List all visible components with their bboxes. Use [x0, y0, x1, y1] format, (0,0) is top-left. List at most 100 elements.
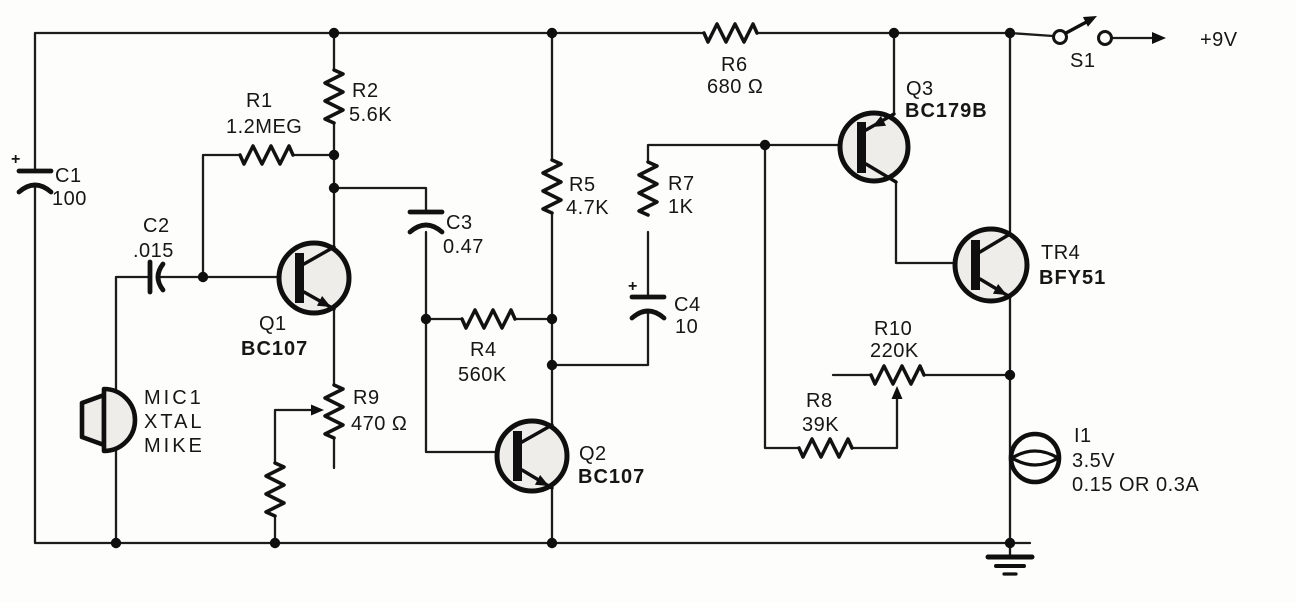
- microphone-symbol: [101, 386, 138, 454]
- junction-dot: [546, 537, 558, 549]
- r10-ref-label: R10: [874, 318, 912, 340]
- emitter-arrow-icon: [872, 116, 887, 127]
- resistor-r7: R7 1K: [637, 160, 694, 218]
- transistor-base-bar: [513, 431, 522, 481]
- lamp-i1: I1 3.5V 0.15 OR 0.3A: [1008, 425, 1199, 496]
- resistor-symbol: [238, 144, 295, 166]
- c1-ref-label: C1: [55, 165, 82, 187]
- junction-dot: [759, 139, 771, 151]
- junction-dot: [420, 313, 432, 325]
- r1-value-label: 1.2MEG: [226, 116, 302, 138]
- resistor-symbol: [541, 158, 563, 215]
- power-rail-label: +9V: [1200, 29, 1238, 51]
- transistor-tr4: TR4 BFY51: [952, 226, 1106, 304]
- junction-dot: [546, 359, 558, 371]
- junction-dot: [269, 537, 281, 549]
- capacitor-symbol: [629, 294, 667, 321]
- tr4-ref-label: TR4: [1041, 242, 1080, 264]
- resistor-r1: R1 1.2MEG: [226, 90, 302, 166]
- transistor-symbol: [276, 240, 352, 316]
- r6-ref-label: R6: [721, 54, 748, 76]
- q2-part-label: BC107: [578, 466, 645, 488]
- junction-dots: [110, 27, 1016, 549]
- c1-polarity-sign: +: [11, 151, 20, 168]
- microphone-mic1: MIC1 XTAL MIKE: [79, 386, 205, 457]
- capacitor-c4: + C4 10: [628, 278, 701, 338]
- r4-ref-label: R4: [470, 339, 497, 361]
- i1-ref-label: I1: [1074, 425, 1092, 447]
- s1-ref-label: S1: [1070, 50, 1095, 72]
- junction-dot: [110, 537, 122, 549]
- r5-value-label: 4.7K: [566, 197, 609, 219]
- capacitor-c3: C3 0.47: [407, 209, 484, 258]
- transistor-base-bar: [295, 253, 304, 303]
- r9-ref-label: R9: [353, 387, 380, 409]
- resistor-symbol: [323, 68, 345, 125]
- i1-voltage-label: 3.5V: [1072, 450, 1115, 472]
- q3-part-label: BC179B: [905, 100, 988, 122]
- r7-value-label: 1K: [668, 196, 694, 218]
- resistor-unlabeled: [264, 461, 286, 518]
- potentiometer-r10: R10 220K: [869, 318, 926, 399]
- q1-ref-label: Q1: [259, 313, 287, 335]
- resistor-symbol: [264, 461, 286, 518]
- r8-ref-label: R8: [806, 390, 833, 412]
- resistor-symbol: [637, 160, 659, 217]
- transistor-base-bar: [971, 240, 980, 290]
- switch-contact-icon: [1097, 30, 1113, 46]
- microphone-cone-icon: [79, 392, 107, 448]
- r2-ref-label: R2: [352, 80, 379, 102]
- capacitor-symbol: [147, 259, 166, 295]
- capacitor-symbol: [407, 209, 445, 235]
- emitter-arrow-icon: [534, 475, 549, 486]
- switch-contact-icon: [1052, 29, 1068, 45]
- mic1-ref-label: MIC1: [144, 387, 204, 409]
- resistor-symbol: [323, 383, 345, 440]
- tr4-part-label: BFY51: [1039, 267, 1106, 289]
- resistor-symbol: [797, 437, 854, 459]
- junction-dot: [546, 27, 558, 39]
- transistor-symbol: [837, 110, 911, 184]
- c4-ref-label: C4: [674, 294, 701, 316]
- ground-symbol: [985, 554, 1035, 576]
- transistor-symbol: [952, 226, 1030, 304]
- wiper-arrow-icon: [891, 386, 903, 399]
- r4-value-label: 560K: [458, 364, 507, 386]
- wiper-arrow-icon: [311, 404, 324, 416]
- junction-dot: [888, 27, 900, 39]
- resistor-symbol: [460, 308, 517, 330]
- mic1-desc-line2: MIKE: [144, 435, 205, 457]
- r10-value-label: 220K: [870, 340, 919, 362]
- c3-value-label: 0.47: [443, 236, 484, 258]
- i1-current-label: 0.15 OR 0.3A: [1072, 474, 1199, 496]
- capacitor-symbol: [16, 168, 54, 195]
- r1-ref-label: R1: [246, 90, 273, 112]
- capacitor-c1: + C1 100: [11, 151, 87, 210]
- transistor-q1: Q1 BC107: [241, 240, 352, 360]
- junction-dot: [197, 271, 209, 283]
- junction-dot: [328, 149, 340, 161]
- resistor-symbol: [702, 22, 759, 44]
- q3-ref-label: Q3: [906, 78, 934, 100]
- c2-ref-label: C2: [143, 215, 170, 237]
- emitter-arrow-icon: [992, 284, 1007, 295]
- r6-value-label: 680 Ω: [707, 76, 763, 98]
- junction-dot: [328, 27, 340, 39]
- r8-value-label: 39K: [802, 414, 839, 436]
- switch-blade-arrow-icon: [1082, 16, 1097, 27]
- power-terminal: +9V: [1152, 29, 1238, 51]
- junction-dot: [1004, 537, 1016, 549]
- resistor-r5: R5 4.7K: [541, 158, 609, 219]
- c1-value-label: 100: [52, 188, 87, 210]
- mic1-desc-line1: XTAL: [144, 411, 205, 433]
- resistor-r4: R4 560K: [458, 308, 517, 386]
- transistor-q2: Q2 BC107: [494, 418, 645, 494]
- potentiometer-r9: R9 470 Ω: [311, 383, 407, 440]
- switch-s1: S1: [1052, 16, 1113, 72]
- junction-dot: [1004, 369, 1016, 381]
- junction-dot: [1004, 27, 1016, 39]
- emitter-arrow-icon: [316, 296, 331, 307]
- r2-value-label: 5.6K: [349, 104, 392, 126]
